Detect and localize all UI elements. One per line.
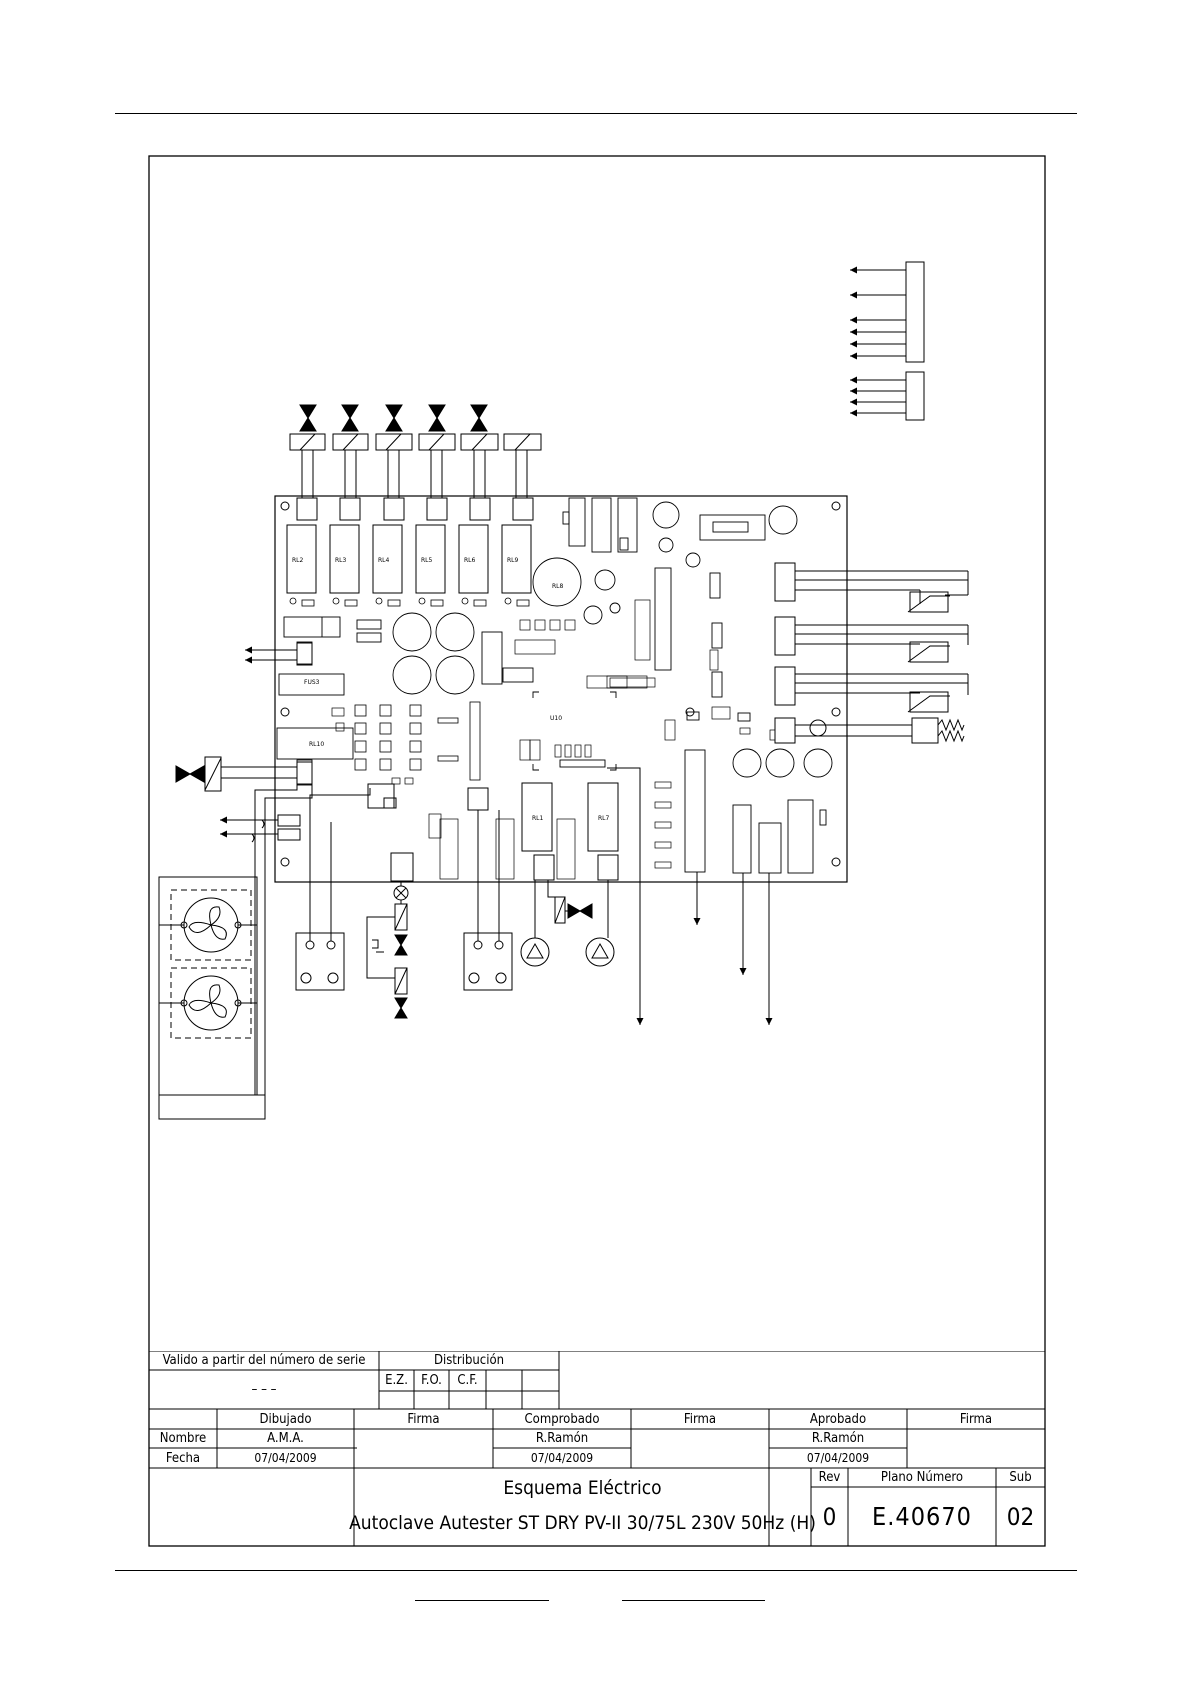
approved-signature-label: Firma	[959, 1411, 993, 1427]
checked-label: Comprobado	[524, 1411, 600, 1427]
checked-name: R.Ramón	[535, 1431, 589, 1446]
relay-label: RL7	[598, 815, 610, 822]
dist-col-cf: C.F.	[457, 1373, 478, 1388]
right-sensor-connectors	[774, 562, 969, 713]
valid-from-label: Valido a partir del número de serie	[162, 1353, 366, 1368]
drawing-subtitle: Autoclave Autester ST DRY PV-II 30/75L 2…	[349, 1512, 816, 1534]
rev-label: Rev	[818, 1470, 841, 1485]
lamp-and-door-lock	[366, 852, 414, 1019]
left-board-components	[276, 616, 534, 786]
plan-value: E.40670	[872, 1502, 972, 1531]
pcb-mounting-holes	[280, 501, 841, 867]
checked-signature-label: Firma	[683, 1411, 717, 1427]
valve-2	[332, 404, 369, 521]
approved-label: Aprobado	[809, 1411, 867, 1427]
checked-date: 07/04/2009	[530, 1451, 594, 1465]
footer-blank-line-left	[415, 1600, 549, 1601]
approved-date: 07/04/2009	[806, 1451, 870, 1465]
relay-label: RL10	[309, 741, 324, 748]
serial-value: – – –	[251, 1382, 277, 1397]
filter-capacitors	[392, 612, 475, 695]
drawn-label: Dibujado	[259, 1411, 312, 1427]
sub-value: 02	[1006, 1502, 1035, 1531]
relay-label: RL2	[292, 557, 304, 564]
dist-col-ez: E.Z.	[385, 1373, 408, 1388]
board-label-texts: RL2 RL3 RL4 RL5 RL6 RL9 RL10 RL8 RL1 RL7…	[292, 557, 610, 822]
distribution-label: Distribución	[433, 1353, 505, 1368]
drawn-signature-label: Firma	[407, 1411, 440, 1427]
heater-connector	[503, 433, 542, 521]
cooling-fans	[158, 876, 266, 1120]
relay-label: RL9	[507, 557, 519, 564]
relay-label: RL4	[378, 557, 390, 564]
top-board-components	[532, 497, 798, 698]
valve-3	[375, 404, 413, 521]
valve-4	[418, 404, 456, 521]
microcontroller	[532, 691, 617, 771]
rev-value: 0	[822, 1502, 837, 1531]
drawing-frame	[148, 155, 1046, 1547]
plan-label: Plano Número	[880, 1470, 964, 1485]
pcb-board	[274, 495, 848, 883]
drawing-title: Esquema Eléctrico	[503, 1477, 662, 1499]
sub-label: Sub	[1009, 1470, 1032, 1485]
name-label: Nombre	[159, 1431, 207, 1446]
relay-label: RL1	[532, 815, 544, 822]
page-top-rule	[115, 113, 1077, 114]
top-relays	[286, 524, 532, 607]
valve-1	[289, 404, 326, 521]
page-bottom-rule	[115, 1570, 1077, 1571]
dist-col-fo: F.O.	[421, 1373, 442, 1388]
drawn-date: 07/04/2009	[254, 1451, 317, 1465]
left-lower-connector	[220, 784, 313, 1095]
bottom-outputs	[607, 767, 773, 1025]
approved-name: R.Ramón	[811, 1431, 865, 1446]
top-valve-connectors	[289, 404, 542, 521]
date-label: Fecha	[165, 1450, 201, 1466]
relay-label: RL3	[335, 557, 347, 564]
small-parts	[331, 599, 776, 880]
drawn-name: A.M.A.	[267, 1431, 304, 1446]
display-connectors	[850, 261, 925, 421]
relay-label: RL8	[552, 583, 564, 590]
relay-label: RL5	[421, 557, 433, 564]
pumps	[520, 782, 619, 967]
relay-label: RL6	[464, 557, 476, 564]
footer-blank-line-right	[622, 1600, 765, 1601]
ic-label: U10	[550, 715, 562, 722]
valve-5	[460, 404, 499, 521]
left-bottom-switch	[295, 783, 397, 991]
center-bottom-switch	[463, 787, 513, 991]
left-valve	[175, 756, 313, 792]
transistor-grid	[354, 701, 481, 781]
heater-element	[774, 717, 965, 744]
bottom-right-components	[684, 711, 833, 874]
fuse-label: FUS3	[304, 679, 320, 686]
left-power-connector	[245, 642, 313, 666]
title-block: Valido a partir del número de serie – – …	[149, 1351, 1045, 1546]
